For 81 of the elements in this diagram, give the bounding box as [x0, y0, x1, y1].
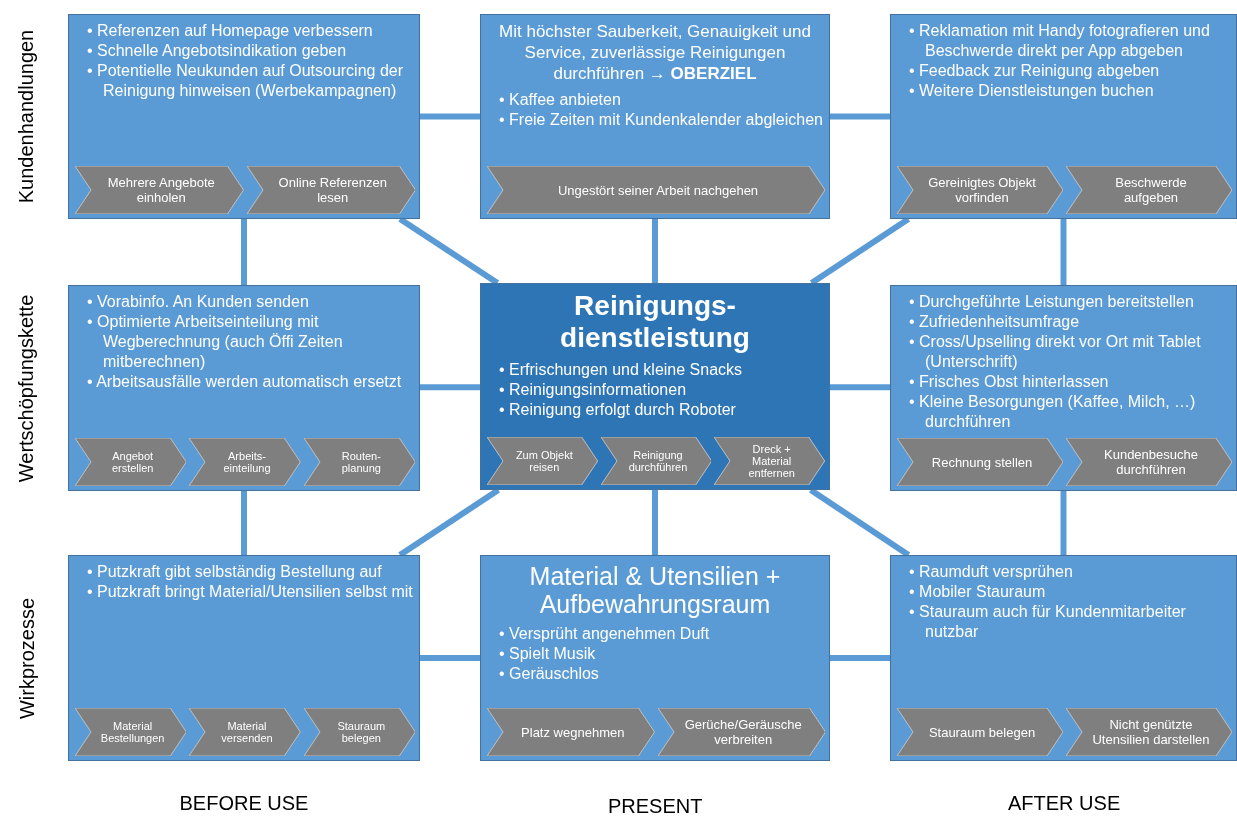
bullet-item: • Feedback zur Reinigung abgeben [909, 61, 1161, 81]
chevron-step: Kundenbesuche durchführen [1066, 438, 1232, 486]
column-label: PRESENT [608, 794, 703, 816]
connector-line [809, 216, 911, 286]
chevron-step: Beschwerde aufgeben [1066, 166, 1232, 214]
chevron-step: Reinigung durchführen [600, 437, 712, 485]
chevron-step: Stauraum belegen [897, 708, 1063, 756]
bullet-item: • Freie Zeiten mit Kundenkalender abgleichen [499, 110, 823, 130]
bullet-item: • Cross/Upselling direkt vor Ort mit Tablet (Unterschrift) [909, 332, 1202, 372]
chevron-step: Routen- planung [303, 438, 415, 486]
chevron-step: Dreck + Material entfernen [714, 437, 825, 485]
bullet-item: • Putzkraft bringt Material/Utensilien selbst mit [87, 582, 413, 602]
bullet-item: • Potentielle Neukunden auf Outsourcing der Reinigung hinweisen (Werbekampagnen) [87, 61, 405, 101]
bullet-item: • Zufriedenheitsumfrage [909, 312, 1081, 332]
section-card [480, 555, 830, 761]
bullet-item: • Reinigung erfolgt durch Roboter [499, 400, 737, 420]
bullet-item: • Putzkraft gibt selbständig Bestellung auf [87, 562, 383, 582]
connector-line [830, 655, 890, 661]
bullet-item: • Kleine Besorgungen (Kaffee, Milch, …) durchführen [909, 392, 1197, 432]
section-card [480, 283, 830, 490]
chevron-step: Platz wegnehmen [487, 708, 655, 756]
bullet-item: • Referenzen auf Homepage verbessern [87, 21, 374, 41]
chevron-step: Arbeits- einteilung [189, 438, 301, 486]
chevron-step: Gerüche/Geräusche verbreiten [657, 708, 825, 756]
connector-line [420, 113, 480, 120]
connector-line [420, 655, 480, 661]
bullet-item: • Mobiler Stauraum [909, 582, 1047, 602]
column-label: BEFORE USE [179, 791, 309, 815]
bullet-item: • Schnelle Angebotsindikation geben [87, 41, 348, 61]
chevron-step: Rechnung stellen [897, 438, 1063, 486]
section-card [890, 14, 1237, 219]
connector-line [1060, 491, 1067, 555]
section-card [68, 285, 420, 491]
bullet-item: • Reinigungsinformationen [499, 380, 688, 400]
bullet-item: • Durchgeführte Leistungen bereitstellen [909, 292, 1195, 312]
chevron-step: Mehrere Angebote einholen [75, 166, 244, 214]
connector-line [652, 219, 658, 283]
bullet-item: • Weitere Dienstleistungen buchen [909, 81, 1155, 101]
bullet-item: • Geräuschlos [499, 664, 600, 684]
row-label: Kundenhandlungen [15, 29, 39, 203]
connector-line [809, 487, 911, 558]
card-heading: Material & Utensilien + Aufbewahrungsraum [528, 561, 782, 618]
connector-line [398, 487, 500, 558]
card-heading: Reinigungs- dienstleistung [559, 289, 751, 354]
connector-line [830, 384, 890, 391]
bullet-item: • Erfrischungen und kleine Snacks [499, 360, 744, 380]
section-card [68, 555, 420, 761]
connector-line [830, 113, 890, 120]
bullet-item: • Versprüht angenehmen Duft [499, 624, 711, 644]
column-label: AFTER USE [1008, 791, 1121, 815]
bullet-item: • Reklamation mit Handy fotografieren und Beschwerde direkt per App abgeben [909, 21, 1211, 61]
bullet-item: • Kaffee anbieten [499, 90, 622, 110]
card-heading: Mit höchster Sauberkeit, Genauigkeit und Service, zuverlässige Reinigungen durchführen → OBERZIEL [498, 21, 812, 84]
chevron-step: Gereinigtes Objekt vorfinden [897, 166, 1063, 214]
chevron-step: Material Bestellungen [75, 708, 187, 756]
connector-line [420, 384, 480, 391]
row-label: Wertschöpfungskette [15, 294, 39, 482]
section-card [68, 14, 420, 219]
bullet-item: • Raumduft versprühen [909, 562, 1074, 582]
bullet-item: • Vorabinfo. An Kunden senden [87, 292, 310, 312]
connector-line [652, 490, 658, 555]
bullet-item: • Spielt Musik [499, 644, 597, 664]
section-card [890, 555, 1237, 761]
chevron-step: Nicht genützte Utensilien darstellen [1066, 708, 1232, 756]
connector-line [241, 219, 247, 285]
row-label: Wirkprozesse [15, 597, 39, 719]
bullet-item: • Arbeitsausfälle werden automatisch ersetzt [87, 372, 403, 392]
bullet-item: • Optimierte Arbeitseinteilung mit Wegberechnung (auch Öffi Zeiten mitberechnen) [87, 312, 344, 372]
chevron-step: Zum Objekt reisen [487, 437, 598, 485]
chevron-step: Angebot erstellen [75, 438, 187, 486]
section-card [480, 14, 830, 219]
bullet-item: • Stauraum auch für Kundenmitarbeiter nutzbar [909, 602, 1187, 642]
chevron-step: Ungestört seiner Arbeit nachgehen [487, 166, 825, 214]
connector-line [398, 216, 500, 286]
section-card [890, 285, 1237, 491]
chevron-step: Stauraum belegen [303, 708, 415, 756]
connector-line [1060, 219, 1067, 285]
chevron-step: Material versenden [189, 708, 301, 756]
bullet-item: • Frisches Obst hinterlassen [909, 372, 1110, 392]
chevron-step: Online Referenzen lesen [246, 166, 415, 214]
connector-line [241, 491, 247, 555]
